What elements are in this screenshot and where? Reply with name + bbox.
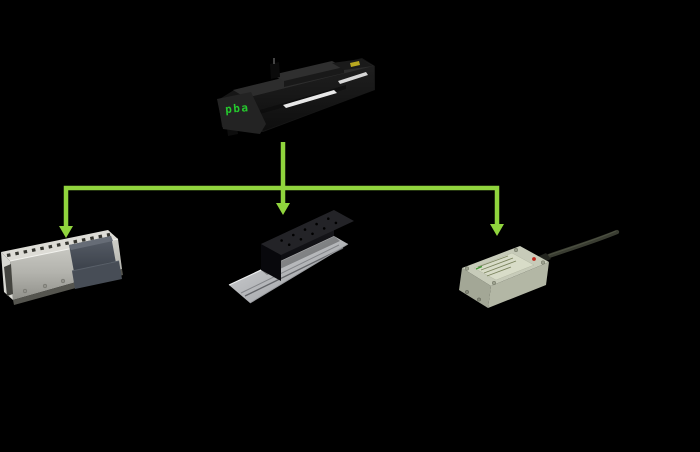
encoder-label bbox=[473, 252, 535, 281]
encoder-led bbox=[532, 257, 536, 261]
coil-forcer-flange bbox=[72, 261, 122, 289]
flat-linear-motor-image bbox=[228, 210, 354, 304]
encoder-cable bbox=[546, 229, 620, 259]
encoder-side-face bbox=[488, 262, 549, 308]
connector-arrows bbox=[59, 142, 504, 238]
linear-motor-stage-image: pba bbox=[217, 58, 375, 136]
motor-block-screw-holes bbox=[280, 217, 338, 246]
coil-flange-edge bbox=[71, 260, 120, 272]
pba-logo: pba bbox=[225, 101, 250, 116]
stage-rail-highlight bbox=[338, 72, 368, 84]
magnet-slots bbox=[6, 232, 111, 258]
stage-connector bbox=[270, 62, 280, 79]
encoder-screws bbox=[464, 248, 545, 302]
encoder-end-face bbox=[459, 268, 491, 308]
motor-block-top bbox=[261, 210, 354, 255]
coil-forcer-top-edge bbox=[69, 236, 113, 250]
track-channel-opening bbox=[4, 264, 13, 296]
arrowhead-right-icon bbox=[490, 224, 504, 236]
encoder-label-text-lines bbox=[477, 255, 517, 277]
stage-rail-highlight bbox=[283, 90, 337, 108]
track-screws bbox=[22, 278, 66, 294]
stage-endcap bbox=[217, 92, 266, 134]
encoder-cable-highlight bbox=[548, 230, 617, 256]
stage-carriage-side bbox=[284, 67, 344, 87]
u-channel-linear-motor-image bbox=[1, 230, 123, 305]
stage-warning-label bbox=[350, 61, 360, 67]
arrow-branch-line bbox=[63, 185, 500, 227]
plate-rail-line bbox=[244, 247, 344, 297]
arrowhead-middle-icon bbox=[276, 203, 290, 215]
plate-front-edge bbox=[249, 243, 349, 304]
encoder-label-logo-mark bbox=[475, 265, 483, 270]
arrowhead-left-icon bbox=[59, 226, 73, 238]
plate-edge-highlight bbox=[228, 235, 335, 286]
plate-rail-line bbox=[240, 244, 340, 294]
encoder-read-head-image bbox=[459, 229, 620, 308]
motor-block-end bbox=[261, 244, 281, 281]
stage-carriage-top bbox=[272, 61, 344, 81]
